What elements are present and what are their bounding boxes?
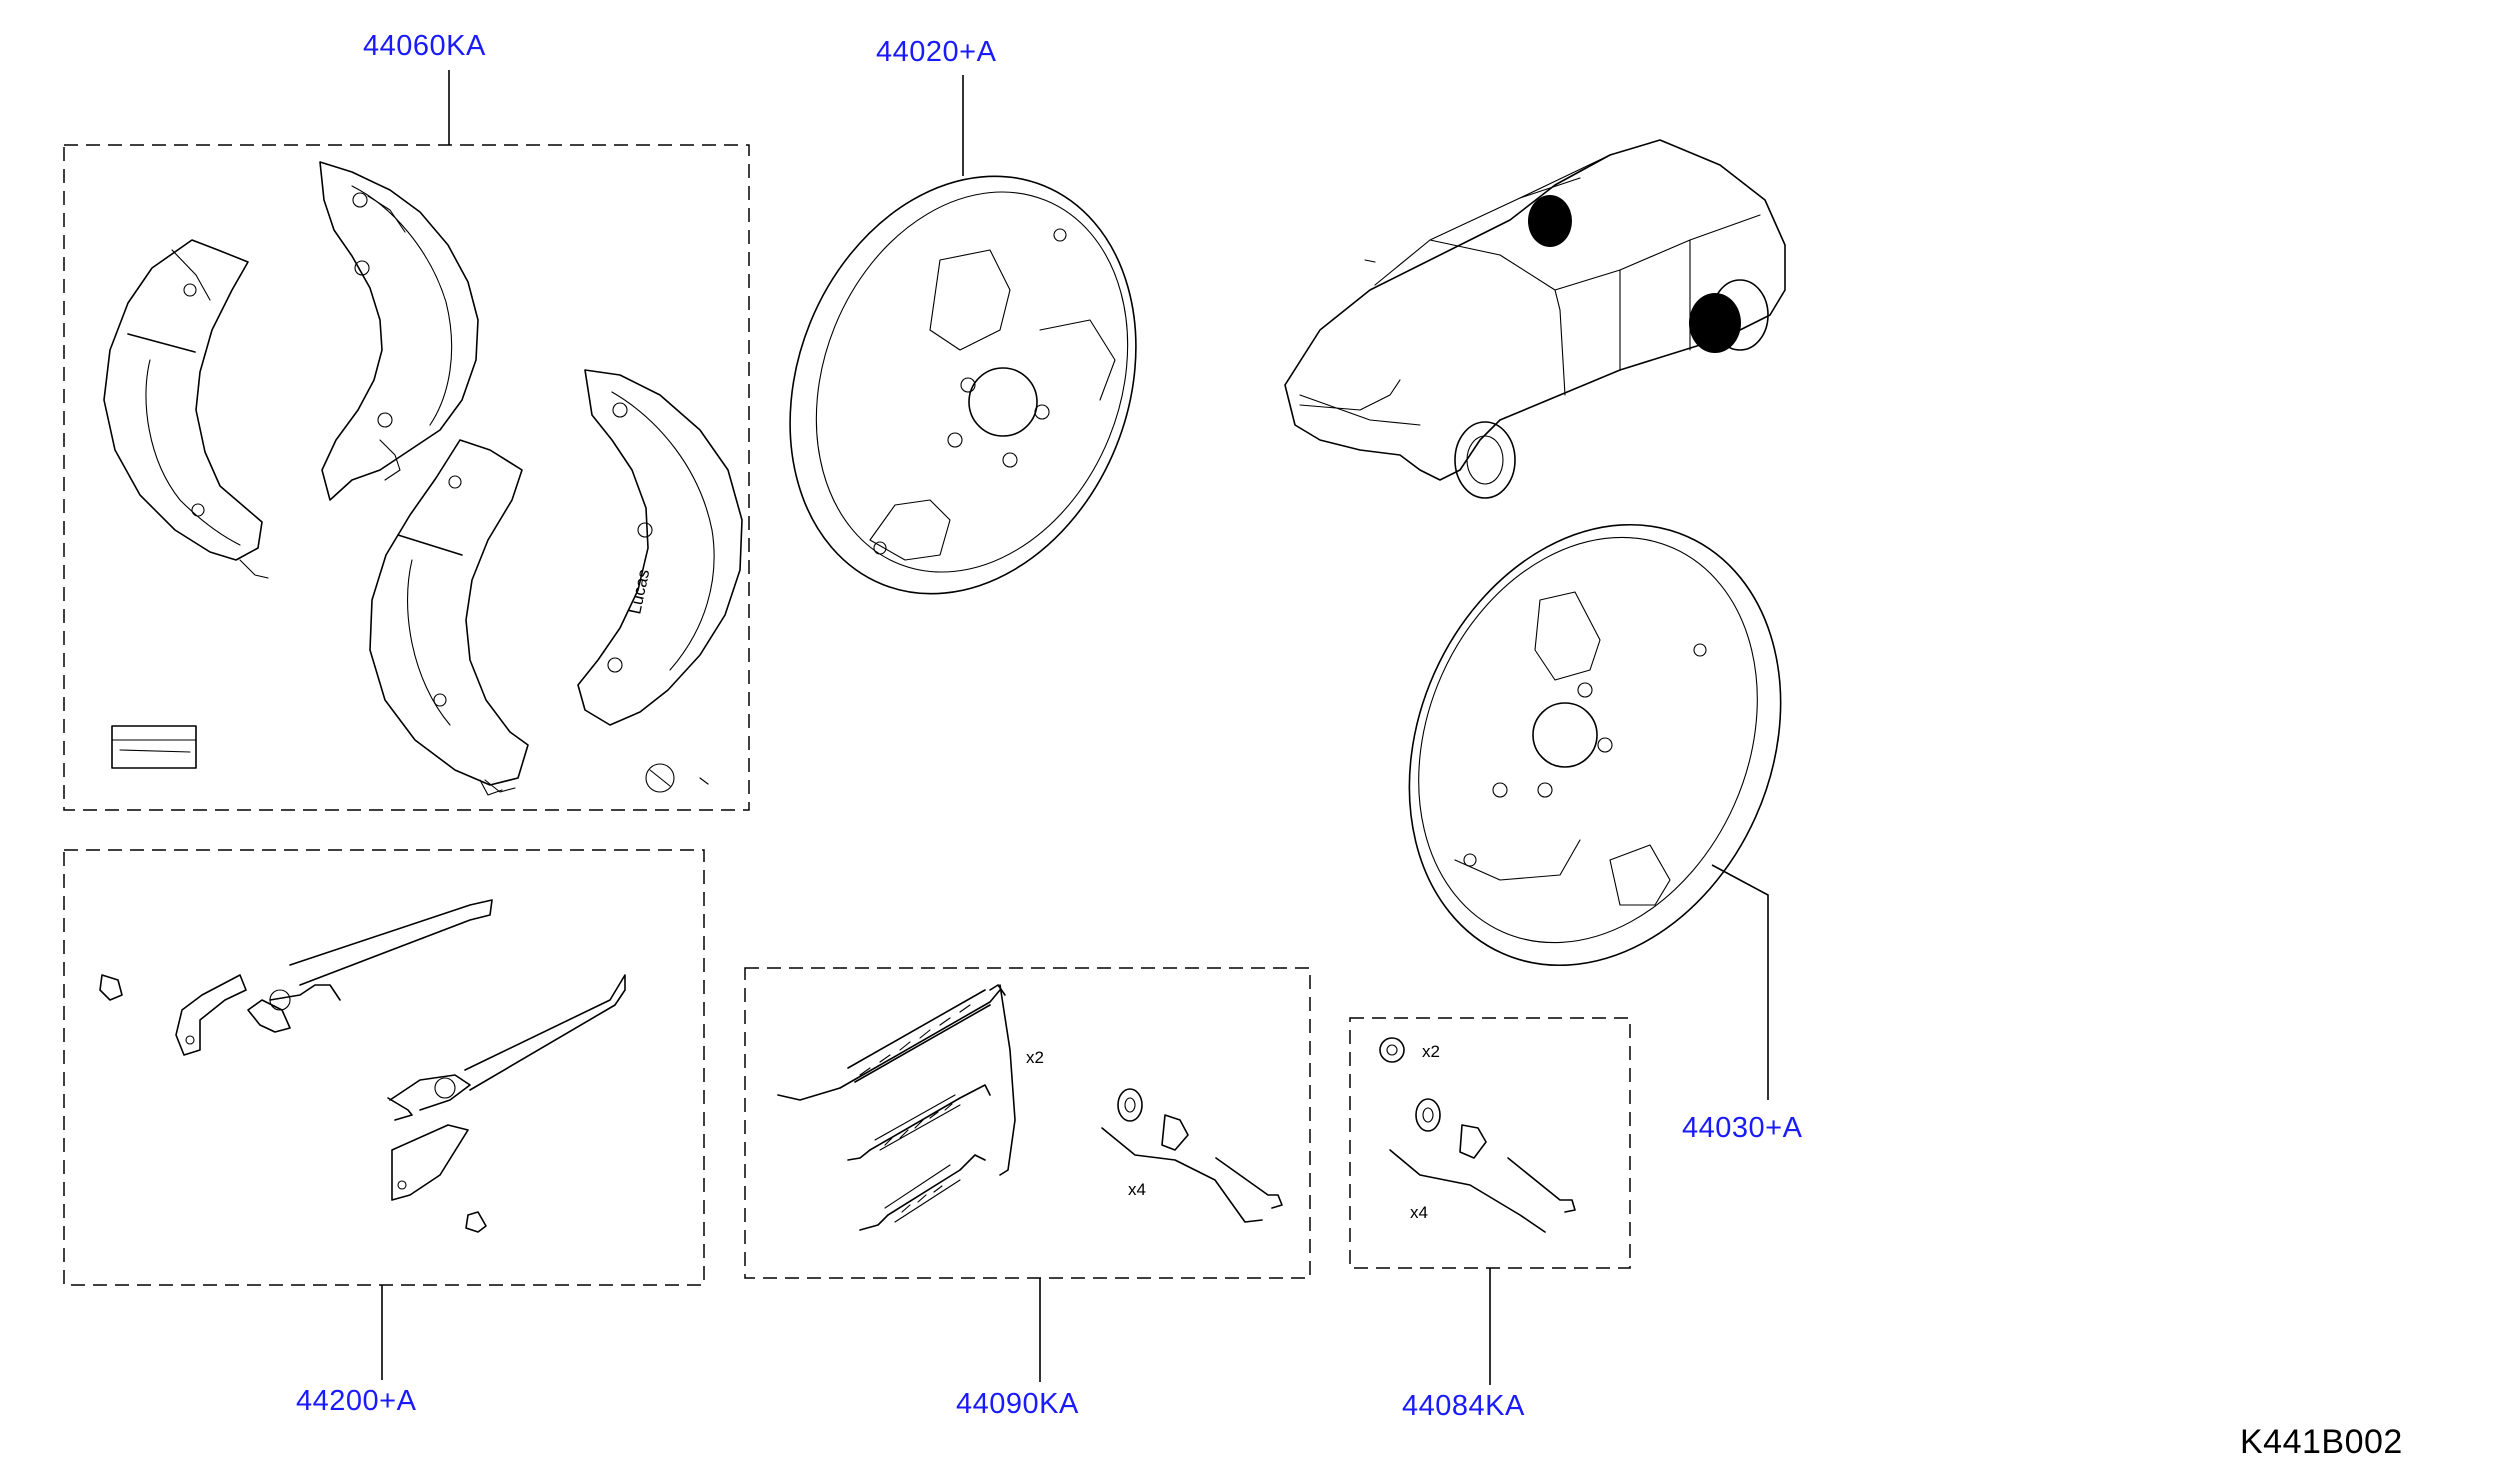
callout-back-plate-right[interactable]: 44030+A <box>1682 1112 1803 1144</box>
pin-kit-parts: x2 x4 <box>1379 1037 1576 1233</box>
sedan-location-icon <box>1284 139 1786 499</box>
spring-kit-group-box <box>744 967 1311 1279</box>
back-plate-left <box>789 175 1137 595</box>
location-marker-rear-wheel <box>1689 293 1741 353</box>
shoe-kit-group-box <box>63 144 750 811</box>
pin-kit-qty-x2: x2 <box>1422 1042 1440 1061</box>
location-marker-roof <box>1528 195 1572 247</box>
adjuster-assembly-upper <box>99 899 493 1056</box>
adjuster-assembly-lower <box>387 974 626 1233</box>
return-spring-1 <box>777 984 1006 1101</box>
diagram-code: K441B002 <box>2240 1423 2403 1461</box>
shoe-lining-text: Lucas <box>625 567 653 615</box>
brake-shoe-4: Lucas <box>577 369 743 726</box>
brake-shoe-2 <box>319 161 479 501</box>
brake-shoe-3 <box>369 439 529 796</box>
callout-spring-kit[interactable]: 44090KA <box>956 1388 1079 1420</box>
spring-kit-qty-x2: x2 <box>1026 1048 1044 1067</box>
back-plate-right <box>1408 523 1782 967</box>
adjuster-kit-group-box <box>63 849 705 1286</box>
callout-shoe-kit[interactable]: 44060KA <box>363 30 486 62</box>
callout-pin-kit[interactable]: 44084KA <box>1402 1390 1525 1422</box>
brake-shoe-1 <box>103 239 269 579</box>
shoe-kit-small-parts <box>111 725 709 793</box>
pin-kit-qty-x4: x4 <box>1410 1203 1428 1222</box>
callout-back-plate-left[interactable]: 44020+A <box>876 36 997 68</box>
return-spring-3 <box>859 1154 986 1231</box>
callout-adjuster-kit[interactable]: 44200+A <box>296 1385 417 1417</box>
spring-kit-qty-x4: x4 <box>1128 1180 1146 1199</box>
spring-kit-bracket <box>999 984 1016 1176</box>
return-spring-2 <box>847 1084 991 1161</box>
hold-down-pins-spring-kit: x4 <box>1101 1088 1283 1223</box>
leader-back-plate-right <box>1711 864 1769 1100</box>
